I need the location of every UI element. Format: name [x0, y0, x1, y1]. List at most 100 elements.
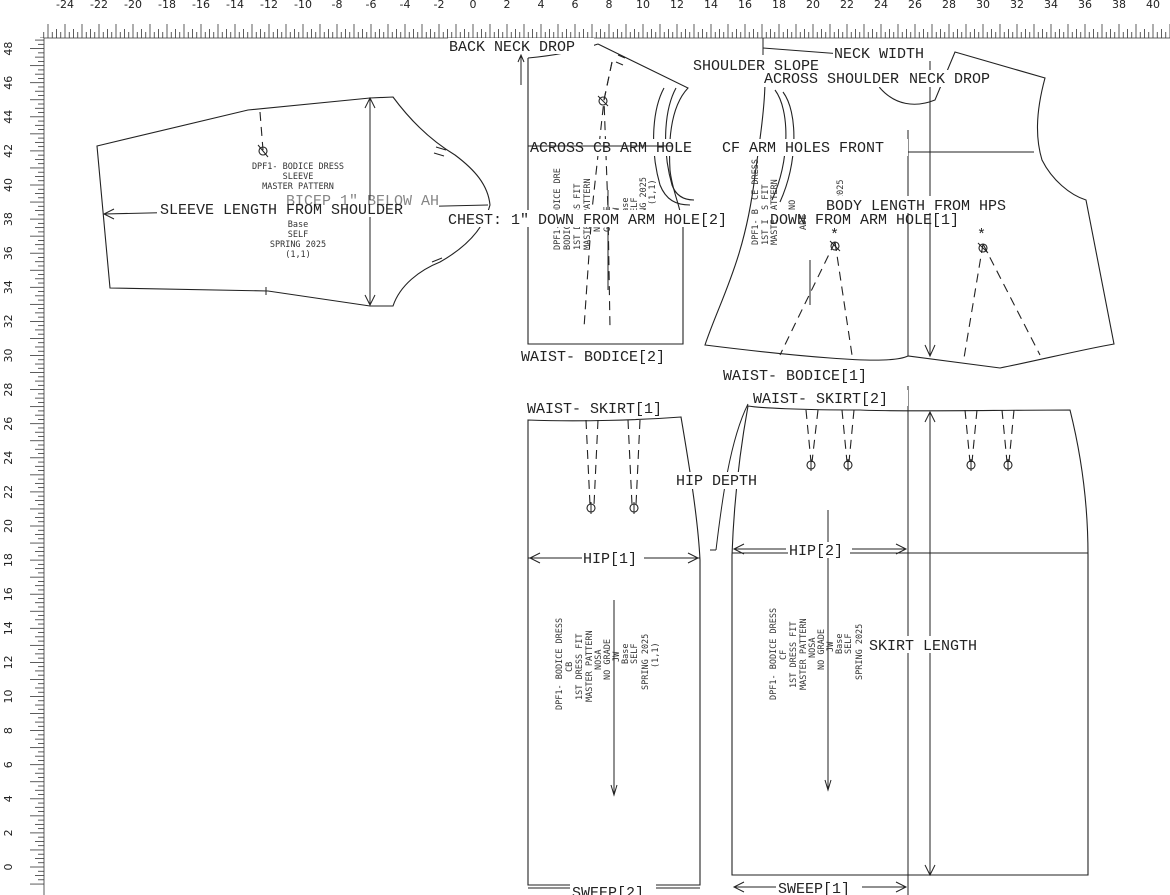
hip-1-label[interactable]: HIP[1] [583, 551, 637, 568]
skirt-front-piece[interactable]: DPF1- BODICE DRESS CF 1ST DRESS FIT MAST… [675, 386, 1089, 895]
svg-text:DPF1- BODICE DRESS: DPF1- BODICE DRESS [555, 618, 565, 710]
ruler-label: 12 [670, 0, 684, 11]
ruler-label: 10 [636, 0, 650, 11]
chest-1-label[interactable]: DOWN FROM ARM HOLE[1] [770, 212, 959, 229]
ruler-label: 6 [572, 0, 579, 11]
svg-text:DPF1- B: DPF1- B [751, 209, 761, 245]
waist-bodice-2-label[interactable]: WAIST- BODICE[2] [521, 349, 665, 366]
skirt-front-info: DPF1- BODICE DRESS CF 1ST DRESS FIT MAST… [769, 608, 865, 700]
skirt-back-info: DPF1- BODICE DRESS CB 1ST DRESS FIT MAST… [555, 618, 661, 710]
svg-text:Base: Base [835, 634, 845, 654]
ruler-label: 18 [772, 0, 786, 11]
ruler-label: 20 [2, 519, 15, 533]
ruler-label: 22 [2, 485, 15, 499]
body-length-label[interactable]: BODY LENGTH FROM HPS [826, 198, 1006, 215]
ruler-label: -18 [158, 0, 176, 11]
svg-text:CF: CF [779, 650, 789, 660]
hip-2-label[interactable]: HIP[2] [789, 543, 843, 560]
ruler-label: 10 [2, 690, 15, 704]
svg-text:NOSA: NOSA [594, 650, 604, 670]
svg-text:SPRING 2025: SPRING 2025 [641, 634, 651, 690]
svg-text:SELF: SELF [630, 198, 640, 218]
ruler-label: -16 [192, 0, 210, 11]
svg-text:*: * [830, 227, 839, 244]
svg-text:1ST DRESS FIT: 1ST DRESS FIT [575, 633, 585, 700]
ruler-label: 32 [1010, 0, 1024, 11]
ruler-label: 30 [976, 0, 990, 11]
ruler-label: 8 [606, 0, 613, 11]
ruler-label: 0 [470, 0, 477, 11]
sweep-1-label[interactable]: SWEEP[1] [778, 881, 850, 895]
ruler-label: 42 [2, 144, 15, 158]
ruler-label: 28 [942, 0, 956, 11]
svg-text:*: * [977, 227, 986, 244]
ruler-label: 14 [704, 0, 718, 11]
svg-text:ADE: ADE [799, 215, 809, 230]
across-shoulder-label[interactable]: ACROSS SHOULDER [764, 71, 899, 88]
sleeve-length-label[interactable]: SLEEVE LENGTH FROM SHOULDER [160, 202, 403, 219]
ruler-label: -24 [56, 0, 74, 11]
ruler-label: 24 [874, 0, 888, 11]
skirt-length-label[interactable]: SKIRT LENGTH [869, 638, 977, 655]
ruler-label: 28 [2, 383, 15, 397]
skirt-back-piece[interactable]: DPF1- BODICE DRESS CB 1ST DRESS FIT MAST… [526, 400, 701, 895]
waist-skirt-1-label[interactable]: WAIST- SKIRT[1] [527, 401, 662, 418]
svg-text:NO: NO [788, 200, 798, 210]
ruler-label: 22 [840, 0, 854, 11]
neck-width-label[interactable]: NECK WIDTH [834, 46, 924, 63]
ruler-label: 4 [2, 795, 15, 802]
svg-text:JW: JW [612, 651, 622, 662]
ruler-label: 4 [538, 0, 545, 11]
svg-text:NO GRADE: NO GRADE [817, 629, 827, 670]
ruler-label: 46 [2, 76, 15, 90]
sleeve-info-line: Base [288, 220, 308, 230]
svg-text:CB: CB [565, 662, 575, 672]
sweep-2-label[interactable]: SWEEP[2] [572, 885, 644, 895]
back-neck-drop-label[interactable]: BACK NECK DROP [449, 39, 575, 56]
chest-2-label[interactable]: CHEST: 1" DOWN FROM ARM HOLE[2] [448, 212, 727, 229]
bodice-back-info: DPF1- BODICE DRE BODICE 1ST DRESS FIT MA… [553, 168, 658, 250]
svg-text:ING 2025: ING 2025 [639, 177, 649, 218]
sleeve-info-line: DPF1- BODICE DRESS [252, 162, 344, 172]
svg-text:DPF1- BODICE DRE: DPF1- BODICE DRE [553, 168, 563, 250]
ruler-label: 30 [2, 349, 15, 363]
ruler-label: 12 [2, 655, 15, 669]
svg-text:SELF: SELF [630, 644, 640, 664]
ruler-label: 32 [2, 314, 15, 328]
ruler-label: 16 [2, 587, 15, 601]
across-cb-arm-hole-label[interactable]: ACROSS CB ARM HOLE [530, 140, 692, 157]
hip-depth-label[interactable]: HIP DEPTH [676, 473, 757, 490]
bodice-back-piece[interactable]: DPF1- BODICE DRE BODICE 1ST DRESS FIT MA… [448, 38, 766, 366]
ruler-label: 34 [2, 280, 15, 294]
waist-skirt-2-label[interactable]: WAIST- SKIRT[2] [753, 391, 888, 408]
ruler-label: -2 [434, 0, 445, 11]
bicep-label[interactable]: BICEP 1" BELOW AH [286, 193, 439, 210]
bodice-front-piece[interactable]: * * DPF1- B CE DRESS 1ST I MASTE S FIT A… [692, 38, 1115, 385]
ruler-label: -12 [260, 0, 278, 11]
sleeve-piece[interactable]: DPF1- BODICE DRESS SLEEVE MASTER PATTERN… [96, 96, 491, 307]
ruler-label: 26 [908, 0, 922, 11]
ruler-label: 26 [2, 417, 15, 431]
svg-text:CE DRESS: CE DRESS [751, 159, 761, 200]
ruler-label: 38 [2, 212, 15, 226]
bodice-front-info: DPF1- B CE DRESS 1ST I MASTE S FIT ATTER… [751, 159, 846, 245]
sleeve-info-line: MASTER PATTERN [262, 182, 334, 192]
waist-bodice-1-label[interactable]: WAIST- BODICE[1] [723, 368, 867, 385]
ruler-label: 38 [1112, 0, 1126, 11]
neck-drop-label[interactable]: NECK DROP [909, 71, 990, 88]
svg-text:NO GRADE: NO GRADE [603, 639, 613, 680]
svg-text:S FIT: S FIT [761, 184, 771, 210]
svg-text:DPF1- BODICE DRESS: DPF1- BODICE DRESS [769, 608, 779, 700]
sleeve-info-line: (1,1) [285, 250, 311, 260]
svg-text:Base: Base [621, 198, 631, 218]
ruler-label: -22 [90, 0, 108, 11]
cf-arm-holes-front-label[interactable]: CF ARM HOLES FRONT [722, 140, 884, 157]
svg-text:ATTERN: ATTERN [770, 179, 780, 210]
svg-text:NOSA: NOSA [808, 638, 818, 658]
left-ruler[interactable]: 4846444240383634323028262422201816141210… [0, 38, 45, 895]
svg-text:(1,1): (1,1) [651, 642, 661, 668]
svg-text:MASTER PATTERN: MASTER PATTERN [799, 618, 809, 690]
svg-text:SELF: SELF [844, 634, 854, 654]
